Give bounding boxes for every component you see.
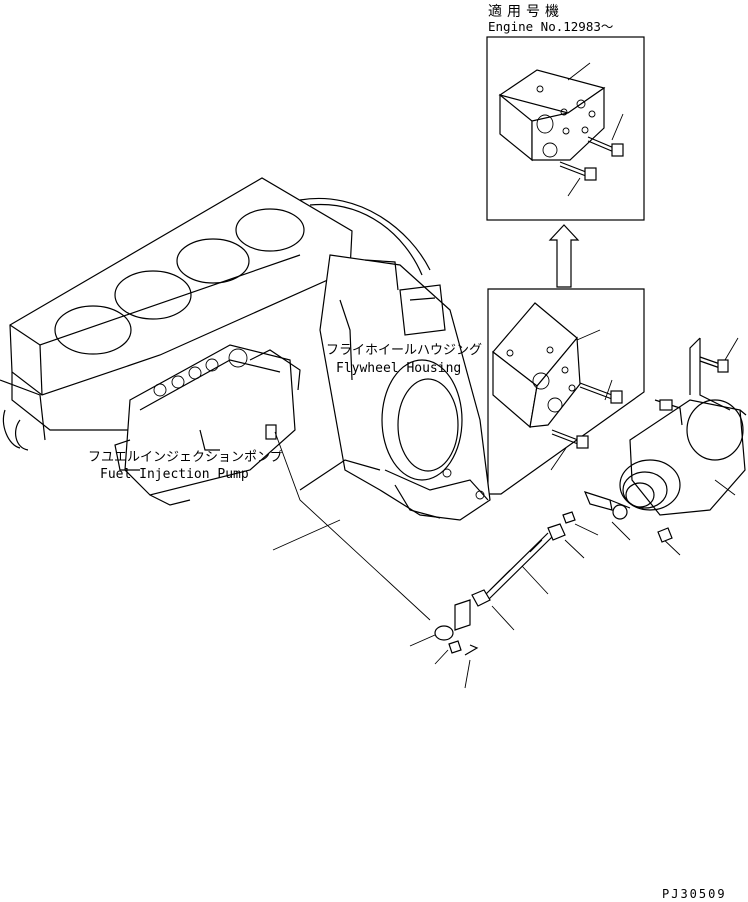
- stop-linkage: [272, 431, 681, 689]
- flywheel-housing-label-jp: フライホイールハウジング: [326, 343, 482, 358]
- fuel-injection-pump-label-en: Fuel Injection Pump: [100, 467, 249, 482]
- engine-block: [0, 177, 431, 451]
- fuel-injection-pump: [114, 344, 301, 506]
- flywheel-housing-label-en: Flywheel Housing: [336, 361, 461, 376]
- engine-stop-motor: [619, 337, 747, 516]
- arrow-up-icon: [548, 224, 580, 288]
- engine-number: Engine No.12983～: [488, 19, 613, 34]
- applicable-heading: 適用号機: [488, 3, 564, 20]
- part-code: PJ30509: [662, 887, 727, 901]
- fuel-injection-pump-label-jp: フユエルインジェクションポンプ: [88, 450, 283, 465]
- inset-new-bracket: [486, 36, 645, 221]
- flywheel-housing: [299, 254, 491, 521]
- inset-old-bracket: [487, 288, 645, 495]
